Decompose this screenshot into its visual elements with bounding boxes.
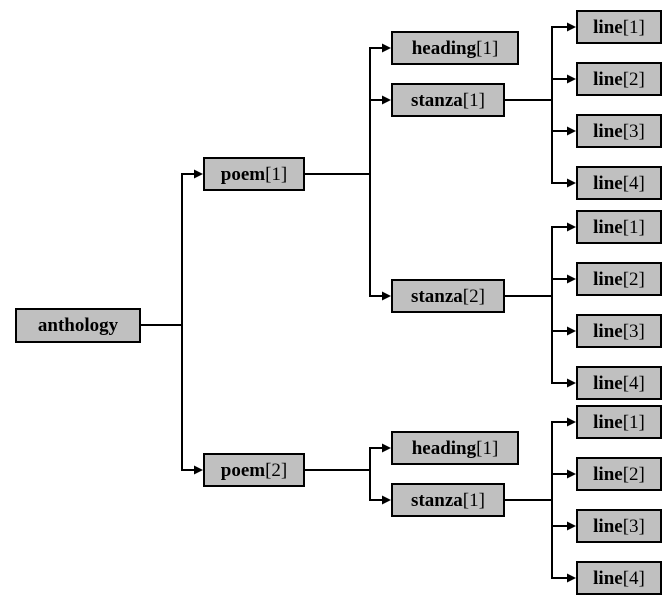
arrowhead [194,465,203,475]
node-poem1[interactable]: poem[1] [203,157,305,191]
edge-anthology-to-poem1 [141,169,203,326]
node-anthology[interactable]: anthology [15,308,141,343]
edge-p1stanza2-to-s12line2 [505,274,576,297]
node-label-index: [2] [462,285,485,307]
node-s21line2[interactable]: line[2] [576,457,662,491]
arrowhead [382,95,391,105]
node-s12line3[interactable]: line[3] [576,314,662,348]
edge-poem1-to-p1stanza1 [305,95,391,175]
node-label-index: [3] [622,320,645,342]
edge-p1stanza1-to-s11line4 [505,99,576,188]
node-p2heading1[interactable]: heading[1] [391,431,519,465]
arrowhead [567,274,576,284]
node-poem2[interactable]: poem[2] [203,453,305,487]
node-label-index: [2] [622,268,645,290]
node-label-name: line [593,172,623,194]
node-s11line3[interactable]: line[3] [576,114,662,148]
node-s12line4[interactable]: line[4] [576,366,662,400]
edge-poem1-to-p1stanza2 [305,173,391,301]
arrowhead [567,417,576,427]
edge-p2stanza1-to-s21line2 [505,469,576,501]
node-label-name: poem [220,163,266,185]
arrowhead [382,291,391,301]
node-s12line2[interactable]: line[2] [576,262,662,296]
node-s21line1[interactable]: line[1] [576,405,662,439]
node-label-index: [4] [622,567,645,589]
arrowhead [567,378,576,388]
node-label-name: line [593,320,623,342]
arrowhead [567,521,576,531]
node-label-name: stanza [411,285,463,307]
node-label-name: line [593,68,623,90]
node-s21line4[interactable]: line[4] [576,561,662,595]
arrowhead [382,495,391,505]
edge-p1stanza2-to-s12line1 [505,222,576,297]
arrowhead [567,178,576,188]
edge-p1stanza2-to-s12line3 [505,295,576,336]
node-label-name: line [593,372,623,394]
edge-p1stanza1-to-s11line2 [505,74,576,101]
node-label-index: [1] [622,16,645,38]
node-label-name: anthology [37,315,119,336]
arrowhead [194,169,203,179]
edge-p2stanza1-to-s21line3 [505,499,576,531]
node-label-index: [2] [622,68,645,90]
edge-p1stanza2-to-s12line4 [505,295,576,388]
node-label-index: [1] [265,163,288,185]
arrowhead [567,222,576,232]
node-label-index: [1] [476,37,499,59]
node-label-index: [1] [462,89,485,111]
node-label-index: [3] [622,515,645,537]
edge-p1stanza1-to-s11line3 [505,99,576,136]
node-label-index: [1] [622,411,645,433]
node-p2stanza1[interactable]: stanza[1] [391,483,505,517]
node-label-name: line [593,120,623,142]
node-label-index: [1] [622,216,645,238]
arrowhead [567,74,576,84]
node-label-name: line [593,515,623,537]
node-label-name: heading [411,437,477,459]
node-label-name: line [593,567,623,589]
edge-poem2-to-p2heading1 [305,443,391,471]
node-label-index: [3] [622,120,645,142]
node-label-index: [2] [265,459,288,481]
node-s12line1[interactable]: line[1] [576,210,662,244]
arrowhead [567,573,576,583]
node-label-index: [2] [622,463,645,485]
arrowhead [567,126,576,136]
node-label-index: [1] [476,437,499,459]
edge-anthology-to-poem2 [141,324,203,475]
node-s11line1[interactable]: line[1] [576,10,662,44]
node-s21line3[interactable]: line[3] [576,509,662,543]
arrowhead [567,469,576,479]
arrowhead [382,443,391,453]
node-s11line2[interactable]: line[2] [576,62,662,96]
node-label-name: line [593,411,623,433]
node-label-name: line [593,463,623,485]
edge-poem1-to-p1heading1 [305,43,391,175]
node-p1heading1[interactable]: heading[1] [391,31,519,65]
edge-p2stanza1-to-s21line4 [505,499,576,583]
node-label-index: [4] [622,372,645,394]
node-label-index: [4] [622,172,645,194]
node-label-name: line [593,268,623,290]
arrowhead [567,326,576,336]
arrowhead [567,22,576,32]
node-label-name: stanza [411,89,463,111]
node-p1stanza2[interactable]: stanza[2] [391,279,505,313]
arrowhead [382,43,391,53]
node-label-index: [1] [462,489,485,511]
node-label-name: line [593,216,623,238]
node-label-name: line [593,16,623,38]
edge-poem2-to-p2stanza1 [305,469,391,505]
node-s11line4[interactable]: line[4] [576,166,662,200]
node-label-name: stanza [411,489,463,511]
node-label-name: heading [411,37,477,59]
node-p1stanza1[interactable]: stanza[1] [391,83,505,117]
node-label-name: poem [220,459,266,481]
